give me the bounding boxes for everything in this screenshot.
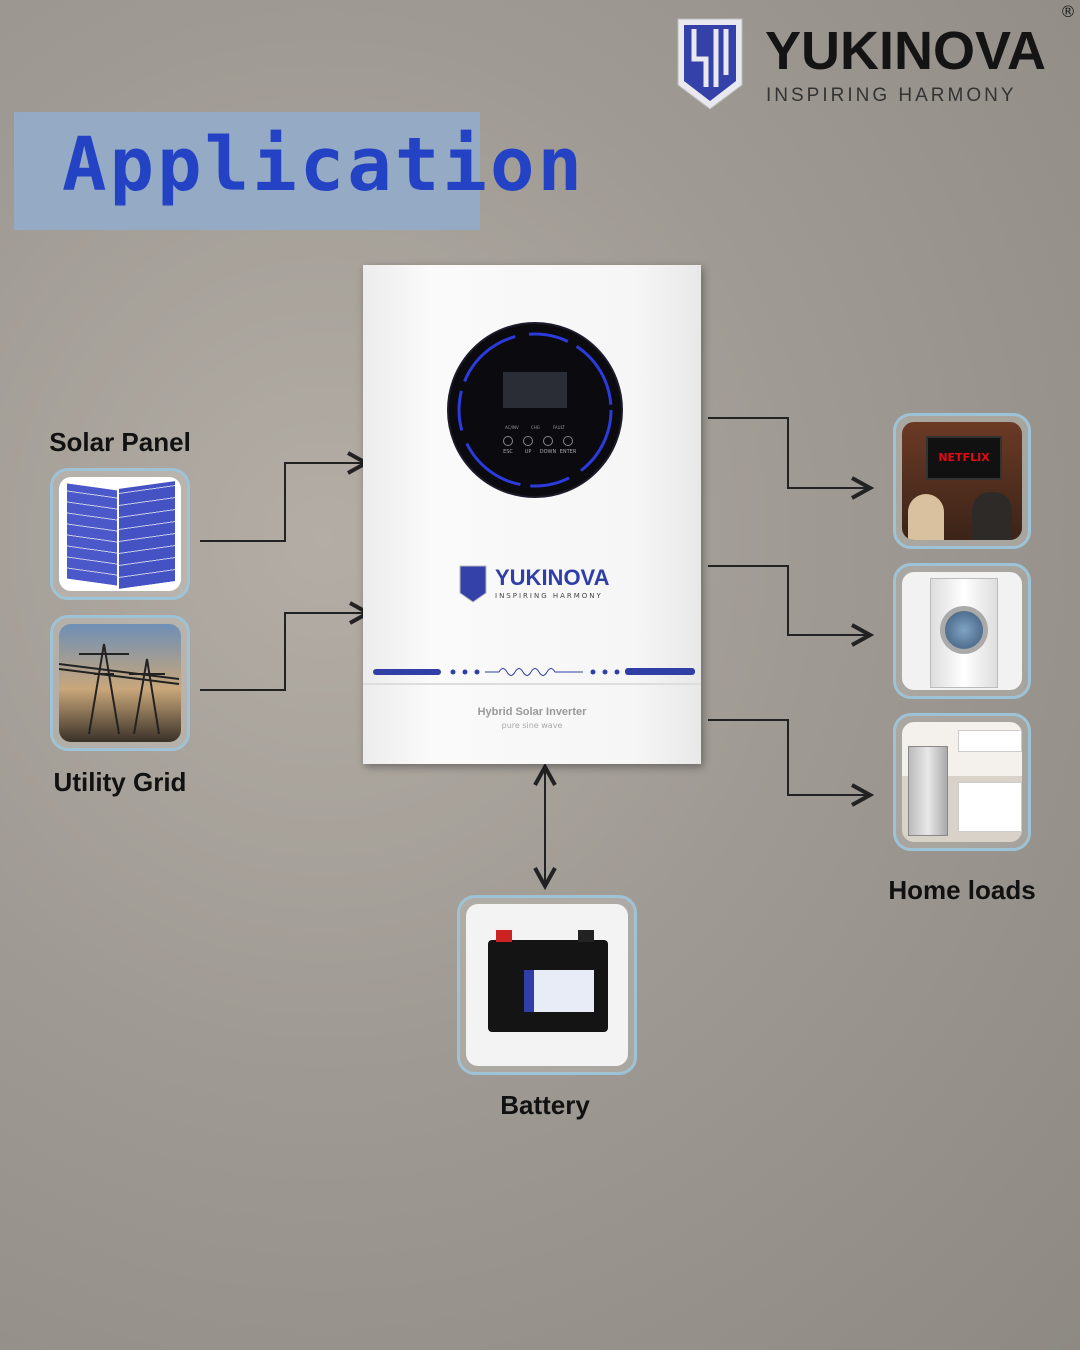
- washing-machine-card: [893, 563, 1031, 699]
- lcd-display: [503, 372, 567, 408]
- kitchen-load-card: [893, 713, 1031, 851]
- esc-button[interactable]: [503, 436, 513, 446]
- product-sub: pure sine wave: [501, 721, 563, 730]
- utility-grid-card: [50, 615, 190, 751]
- solar-panel-card: [50, 468, 190, 600]
- control-panel: AC/INV CHG FAULT ESC UP DOWN ENTER: [447, 322, 623, 498]
- battery-icon: [466, 904, 628, 1066]
- power-tower-icon: [59, 624, 181, 742]
- sine-wave-stripe: [373, 668, 695, 676]
- inverter-logo-icon: [459, 565, 487, 603]
- indicator-acinv: AC/INV: [505, 425, 519, 430]
- washing-machine-icon: [902, 572, 1022, 690]
- brand-shield-logo: [677, 18, 743, 110]
- indicator-chg: CHG: [531, 425, 540, 430]
- enter-button[interactable]: [563, 436, 573, 446]
- home-loads-label: Home loads: [888, 875, 1036, 905]
- arrow-inverter-to-tv: [708, 417, 870, 488]
- solar-panel-icon: [59, 477, 181, 591]
- down-label: DOWN: [539, 449, 557, 455]
- esc-label: ESC: [503, 449, 513, 455]
- down-button[interactable]: [543, 436, 553, 446]
- brand-tagline: INSPIRING HARMONY: [766, 85, 1017, 106]
- indicator-fault: FAULT: [553, 425, 565, 430]
- refrigerator-kitchen-icon: [902, 722, 1022, 842]
- battery-label: Battery: [500, 1090, 590, 1120]
- panel-divider: [363, 683, 701, 685]
- utility-grid-label: Utility Grid: [53, 767, 187, 797]
- inverter-brand: YUKINOVA: [495, 565, 610, 590]
- television-icon: NETFLIX: [902, 422, 1022, 540]
- solar-panel-label: Solar Panel: [49, 427, 191, 457]
- title-banner: [14, 112, 480, 230]
- product-label: Hybrid Solar Inverter: [477, 706, 587, 718]
- registered-mark: ®: [1060, 2, 1076, 21]
- arrow-inverter-to-kitchen: [708, 719, 870, 795]
- battery-card: [457, 895, 637, 1075]
- up-button[interactable]: [523, 436, 533, 446]
- tv-screen: NETFLIX: [926, 436, 1002, 480]
- inverter-tagline: INSPIRING HARMONY: [495, 592, 603, 600]
- blue-ring-icon: [457, 332, 613, 488]
- hybrid-inverter: AC/INV CHG FAULT ESC UP DOWN ENTER YUKIN…: [363, 265, 701, 764]
- arrow-inverter-to-washer: [708, 565, 870, 635]
- arrow-solar-to-inverter: [200, 463, 366, 542]
- up-label: UP: [524, 449, 532, 455]
- brand-name: YUKINOVA: [765, 21, 1047, 81]
- tv-load-card: NETFLIX: [893, 413, 1031, 549]
- enter-label: ENTER: [559, 449, 577, 455]
- arrow-grid-to-inverter: [200, 613, 368, 691]
- page-title: Application: [62, 122, 586, 208]
